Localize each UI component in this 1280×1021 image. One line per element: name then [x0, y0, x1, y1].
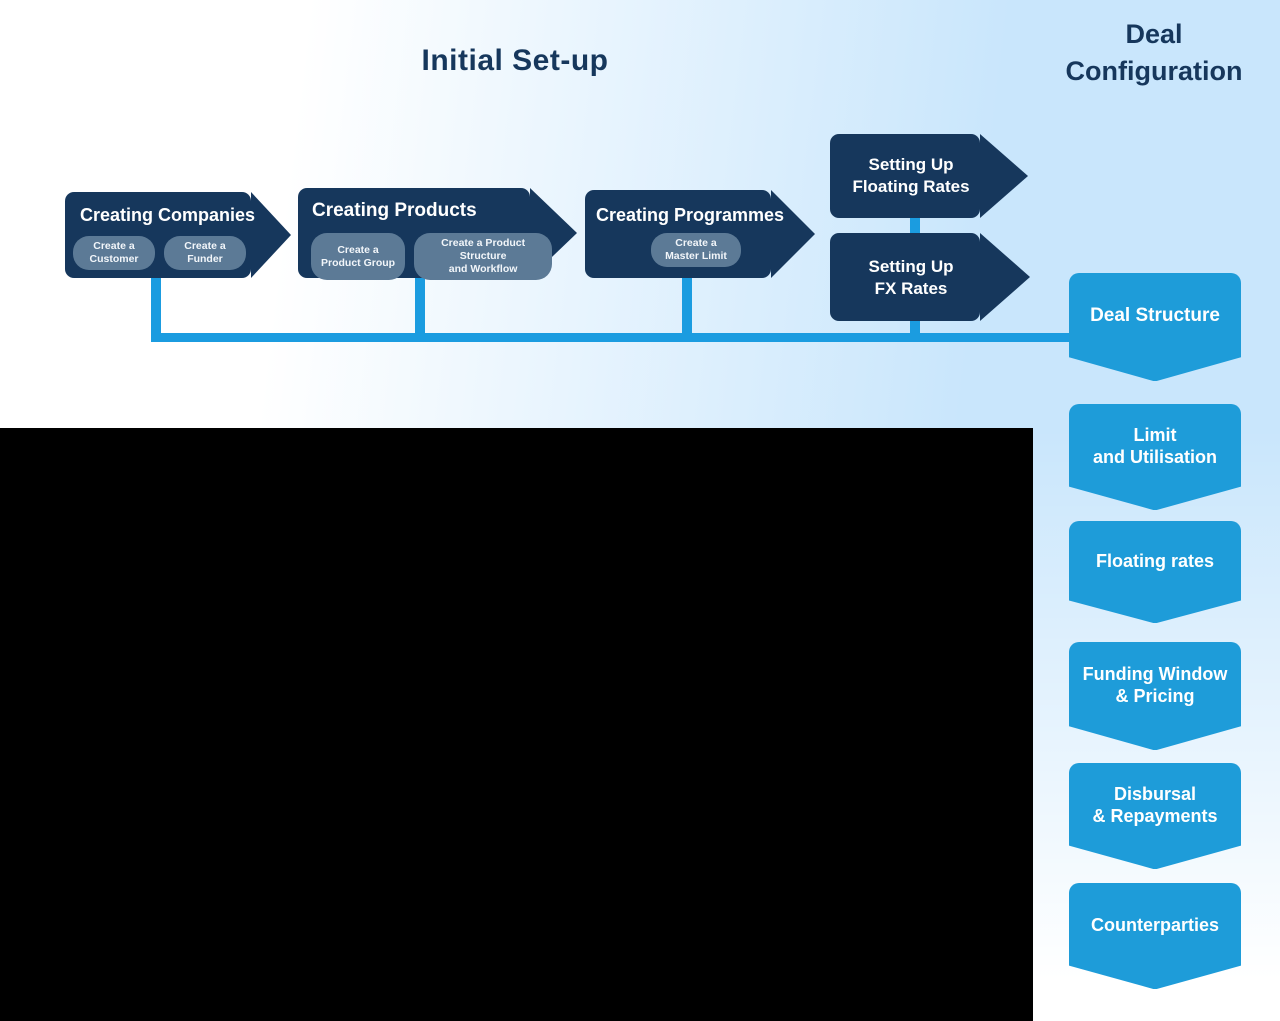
arrow-shape	[830, 233, 980, 321]
create-customer-button[interactable]: Create a Customer	[73, 236, 155, 270]
arrow-tip	[251, 192, 291, 278]
ribbon-label: Funding Window & Pricing	[1082, 664, 1228, 706]
deal-config-item-funding-window-pricing[interactable]: Funding Window & Pricing	[1069, 642, 1241, 750]
create-master-limit-button[interactable]: Create a Master Limit	[651, 233, 741, 267]
ribbon-label: Counterparties	[1090, 915, 1220, 935]
step-buttons: Create a Master Limit	[651, 233, 741, 267]
deal-config-item-limit-and-utilisation[interactable]: Limit and Utilisation	[1069, 404, 1241, 510]
step-title: Setting Up Floating Rates	[852, 155, 970, 196]
deal-config-item-counterparties[interactable]: Counterparties	[1069, 883, 1241, 989]
connector-programmes-drop	[682, 276, 692, 335]
step-creating-companies[interactable]: Creating Companies Create a Customer Cre…	[65, 192, 291, 278]
step-creating-programmes[interactable]: Creating Programmes Create a Master Limi…	[585, 190, 815, 278]
connector-fx-drop	[910, 317, 920, 335]
step-title: Creating Products	[312, 200, 477, 221]
create-funder-button[interactable]: Create a Funder	[164, 236, 246, 270]
connector-products-drop	[415, 277, 425, 335]
ribbon-label: Floating rates	[1095, 551, 1215, 571]
step-title: Creating Companies	[80, 205, 256, 225]
blacked-out-region	[0, 428, 1033, 1021]
ribbon-label: Disbursal & Repayments	[1092, 784, 1218, 826]
ribbon-label: Limit and Utilisation	[1092, 425, 1217, 467]
deal-config-item-disbursal-repayments[interactable]: Disbursal & Repayments	[1069, 763, 1241, 869]
create-product-structure-workflow-button[interactable]: Create a Product Structure and Workflow	[414, 233, 553, 280]
connector-companies-drop	[151, 278, 161, 342]
initial-setup-heading: Initial Set-up	[421, 44, 609, 77]
arrow-tip	[980, 233, 1030, 321]
step-title: Creating Programmes	[596, 205, 785, 225]
ribbon-label: Deal Structure	[1090, 305, 1220, 326]
arrow-tip	[771, 190, 815, 278]
connector-floating-to-fx	[910, 217, 920, 234]
step-title: Setting Up FX Rates	[868, 257, 954, 298]
arrow-tip	[980, 134, 1028, 218]
deal-config-item-deal-structure[interactable]: Deal Structure	[1069, 273, 1241, 381]
step-buttons: Create a Product Group Create a Product …	[311, 233, 553, 280]
step-setting-up-floating-rates[interactable]: Setting Up Floating Rates	[830, 134, 1028, 218]
step-creating-products[interactable]: Creating Products Create a Product Group…	[298, 188, 577, 280]
deal-config-item-floating-rates[interactable]: Floating rates	[1069, 521, 1241, 623]
create-product-group-button[interactable]: Create a Product Group	[311, 233, 406, 280]
connector-horizontal-line	[153, 333, 1069, 342]
deal-configuration-heading: Deal Configuration	[1065, 19, 1243, 86]
step-setting-up-fx-rates[interactable]: Setting Up FX Rates	[830, 233, 1030, 321]
step-buttons: Create a Customer Create a Funder	[73, 236, 246, 270]
arrow-shape	[830, 134, 980, 218]
